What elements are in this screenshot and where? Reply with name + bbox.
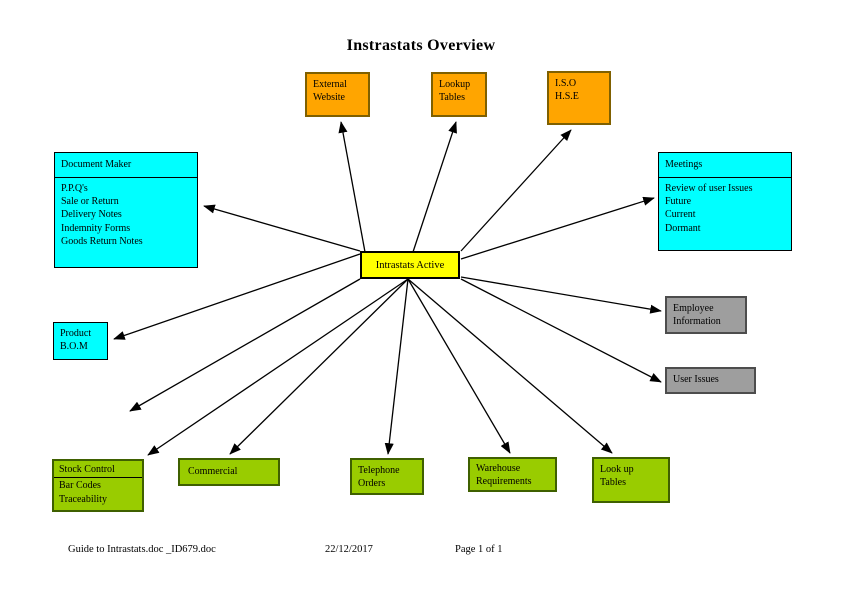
node-telephone-orders: Telephone Orders bbox=[350, 458, 424, 495]
node-warehouse-requirements: Warehouse Requirements bbox=[468, 457, 557, 492]
meetings-body: Review of user Issues Future Current Dor… bbox=[665, 183, 753, 234]
footer-page-number: Page 1 of 1 bbox=[455, 544, 503, 555]
footer-filename: Guide to Intrastats.doc _ID679.doc bbox=[68, 544, 216, 555]
arrow-to-user-issues bbox=[460, 278, 662, 383]
meetings-header: Meetings bbox=[659, 153, 791, 178]
node-meetings: Meetings Review of user Issues Future Cu… bbox=[658, 152, 792, 251]
arrow-to-meetings bbox=[460, 196, 655, 260]
node-user-issues: User Issues bbox=[665, 367, 756, 394]
node-iso-hse: I.S.O H.S.E bbox=[547, 71, 611, 125]
node-lookup-tables-bottom: Look up Tables bbox=[592, 457, 670, 503]
arrow-dangling bbox=[129, 278, 361, 412]
node-intrastats-active: Intrastats Active bbox=[360, 251, 460, 279]
footer-date: 22/12/2017 bbox=[325, 544, 373, 555]
arrow-to-warehouse-requirements bbox=[407, 278, 511, 454]
node-stock-control: Stock Control Bar Codes Traceability bbox=[52, 459, 144, 512]
arrow-to-external-website bbox=[338, 121, 366, 253]
arrow-to-lookup-tables-top bbox=[412, 121, 457, 253]
arrow-to-telephone-orders bbox=[384, 278, 409, 455]
node-external-website: External Website bbox=[305, 72, 370, 117]
node-employee-information: Employee Information bbox=[665, 296, 747, 334]
document-maker-body: P.P.Q's Sale or Return Delivery Notes In… bbox=[61, 183, 143, 247]
stock-control-body: Bar Codes Traceability bbox=[59, 480, 107, 505]
arrow-to-iso-hse bbox=[460, 129, 572, 252]
node-product-bom: Product B.O.M bbox=[53, 322, 108, 360]
node-lookup-tables-top: Lookup Tables bbox=[431, 72, 487, 117]
arrow-to-employee-information bbox=[460, 276, 662, 314]
document-maker-header: Document Maker bbox=[55, 153, 197, 178]
stock-control-header: Stock Control bbox=[54, 461, 142, 478]
arrow-to-document-maker bbox=[203, 204, 361, 252]
arrow-to-stock-control bbox=[147, 278, 409, 456]
arrow-to-commercial bbox=[229, 278, 409, 455]
node-commercial: Commercial bbox=[178, 458, 280, 486]
node-document-maker: Document Maker P.P.Q's Sale or Return De… bbox=[54, 152, 198, 268]
page-title: Instrastats Overview bbox=[346, 37, 496, 54]
arrow-to-lookup-tables-bottom bbox=[407, 278, 613, 454]
